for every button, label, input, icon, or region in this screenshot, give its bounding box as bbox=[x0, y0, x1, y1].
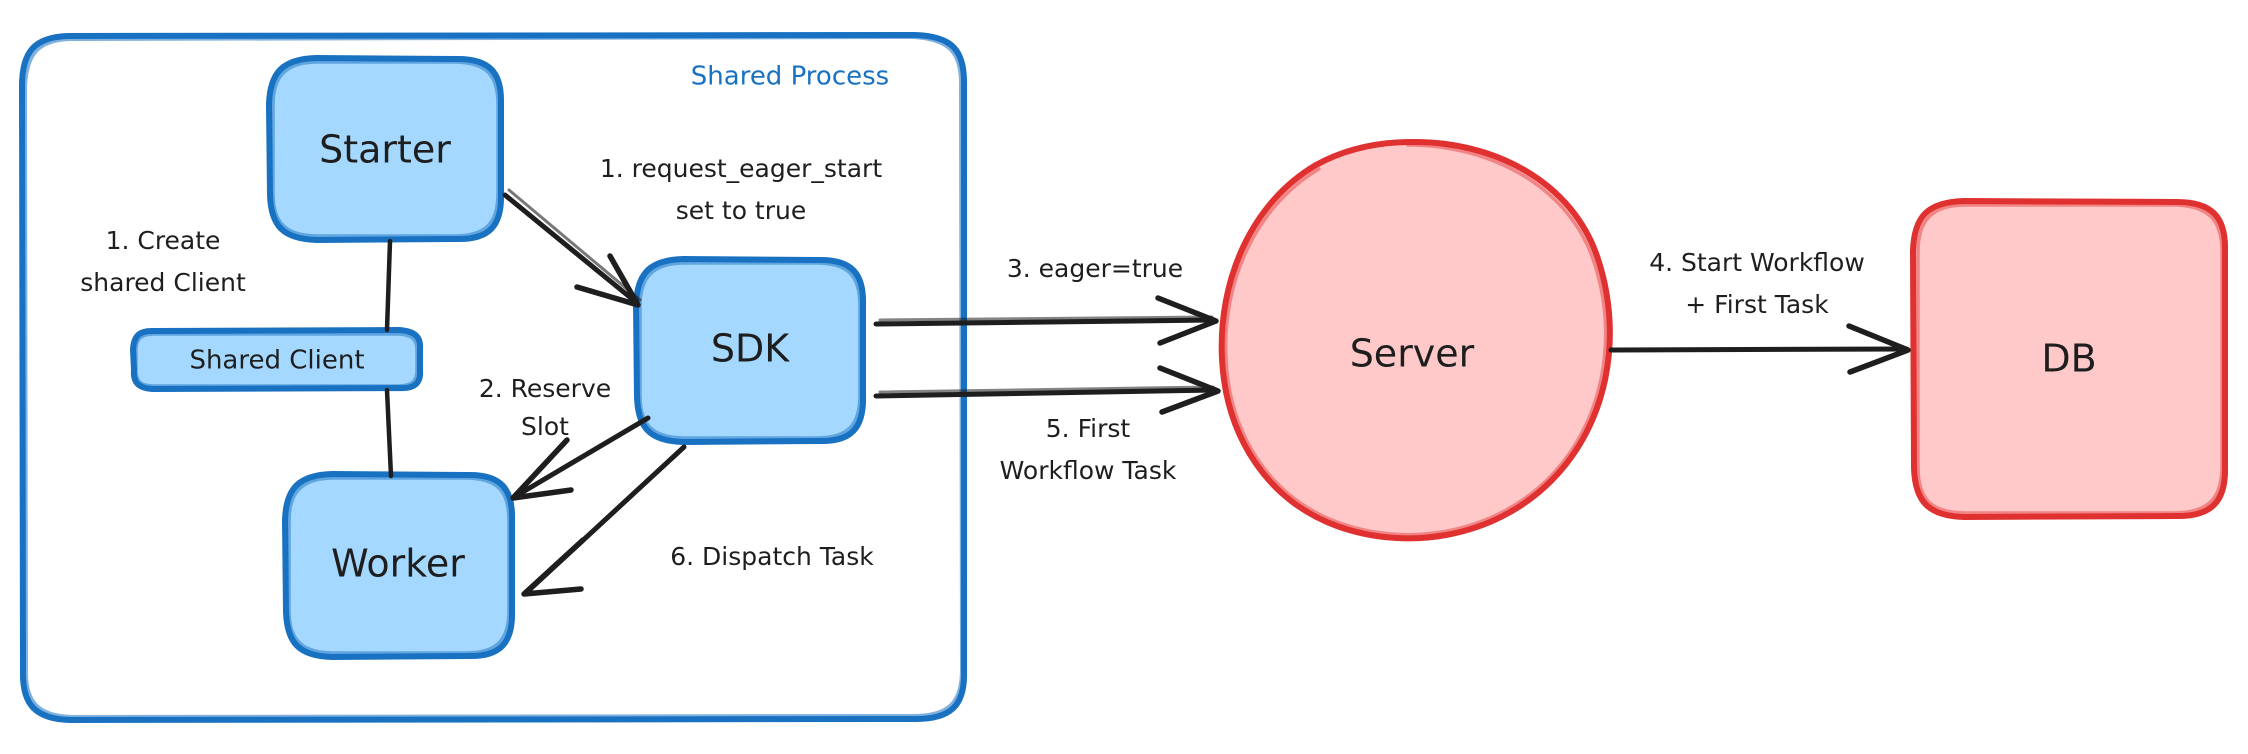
edge2-arrowhead bbox=[510, 437, 574, 501]
edge-label-request-eager-start-line1: 1. request_eager_start bbox=[600, 154, 882, 183]
shared-client-label: Shared Client bbox=[189, 346, 364, 376]
node-shared-client[interactable]: Shared Client bbox=[130, 327, 424, 392]
node-db[interactable]: DB bbox=[1910, 198, 2229, 520]
edge-label-create-shared-client-line2: shared Client bbox=[80, 268, 246, 297]
edge-label-reserve-slot-line1: 2. Reserve bbox=[479, 374, 611, 403]
edge-label-start-workflow-line2: + First Task bbox=[1685, 290, 1829, 319]
server-label: Server bbox=[1350, 332, 1475, 376]
node-worker[interactable]: Worker bbox=[282, 471, 516, 660]
edge-first-workflow-task bbox=[873, 365, 1221, 415]
edge-eager-true bbox=[873, 295, 1219, 346]
db-shape bbox=[1910, 198, 2229, 520]
edge-label-start-workflow-line1: 4. Start Workflow bbox=[1649, 248, 1865, 277]
edge5-arrowhead bbox=[1157, 365, 1221, 415]
edge6-arrowhead bbox=[521, 537, 586, 597]
edge4-line bbox=[1608, 346, 1909, 353]
sdk-shape bbox=[633, 256, 867, 445]
shared-process-border-overlay bbox=[23, 35, 964, 719]
edge-label-create-shared-client-line1: 1. Create bbox=[106, 226, 221, 255]
starter-shape-overlay bbox=[271, 60, 500, 238]
sdk-label: SDK bbox=[711, 327, 790, 371]
edge1-line bbox=[502, 192, 640, 306]
starter-to-shared-client-line bbox=[384, 238, 393, 333]
edge1-line-overlay bbox=[507, 188, 642, 302]
worker-shape-overlay bbox=[287, 476, 511, 655]
edge-create-shared-client bbox=[384, 238, 394, 479]
shared-process-label: Shared Process bbox=[691, 62, 889, 92]
node-sdk[interactable]: SDK bbox=[633, 256, 867, 445]
edge3-arrowhead bbox=[1155, 295, 1219, 346]
shared-process-border bbox=[19, 32, 968, 723]
starter-shape bbox=[266, 55, 505, 243]
edge-dispatch-task bbox=[521, 444, 687, 597]
edge3-line-overlay bbox=[878, 315, 1214, 322]
edge-label-request-eager-start-line2: set to true bbox=[676, 196, 807, 225]
node-starter[interactable]: Starter bbox=[266, 55, 505, 243]
edge-label-first-workflow-task-line2: Workflow Task bbox=[1000, 456, 1177, 485]
edge2-line bbox=[513, 415, 651, 499]
edge-label-reserve-slot-line2: Slot bbox=[521, 412, 569, 441]
worker-label: Worker bbox=[331, 542, 465, 586]
node-server[interactable]: Server bbox=[1218, 138, 1613, 542]
shared-client-shape bbox=[130, 327, 424, 392]
edge-label-first-workflow-task-line1: 5. First bbox=[1046, 414, 1131, 443]
edge1-arrowhead bbox=[574, 253, 641, 308]
edge5-line-overlay bbox=[878, 385, 1215, 394]
server-shape-overlay bbox=[1223, 143, 1608, 537]
shared-client-to-worker-line bbox=[384, 387, 394, 479]
db-shape-overlay bbox=[1916, 203, 2224, 515]
shared-client-shape-overlay bbox=[134, 332, 419, 388]
edge-request-eager-start bbox=[502, 188, 642, 308]
shared-process-group bbox=[19, 32, 968, 723]
server-shape bbox=[1218, 138, 1613, 542]
edge-reserve-slot bbox=[510, 415, 651, 501]
db-label: DB bbox=[2041, 337, 2096, 381]
edge4-arrowhead bbox=[1846, 323, 1911, 375]
edge-start-workflow bbox=[1608, 323, 1911, 375]
sdk-shape-overlay bbox=[638, 261, 862, 440]
worker-shape bbox=[282, 471, 516, 660]
edge5-line bbox=[873, 387, 1219, 399]
edge-label-dispatch-task: 6. Dispatch Task bbox=[670, 542, 874, 571]
edge3-line bbox=[873, 317, 1217, 327]
starter-label: Starter bbox=[319, 128, 451, 172]
edge-label-eager-true: 3. eager=true bbox=[1007, 254, 1183, 283]
